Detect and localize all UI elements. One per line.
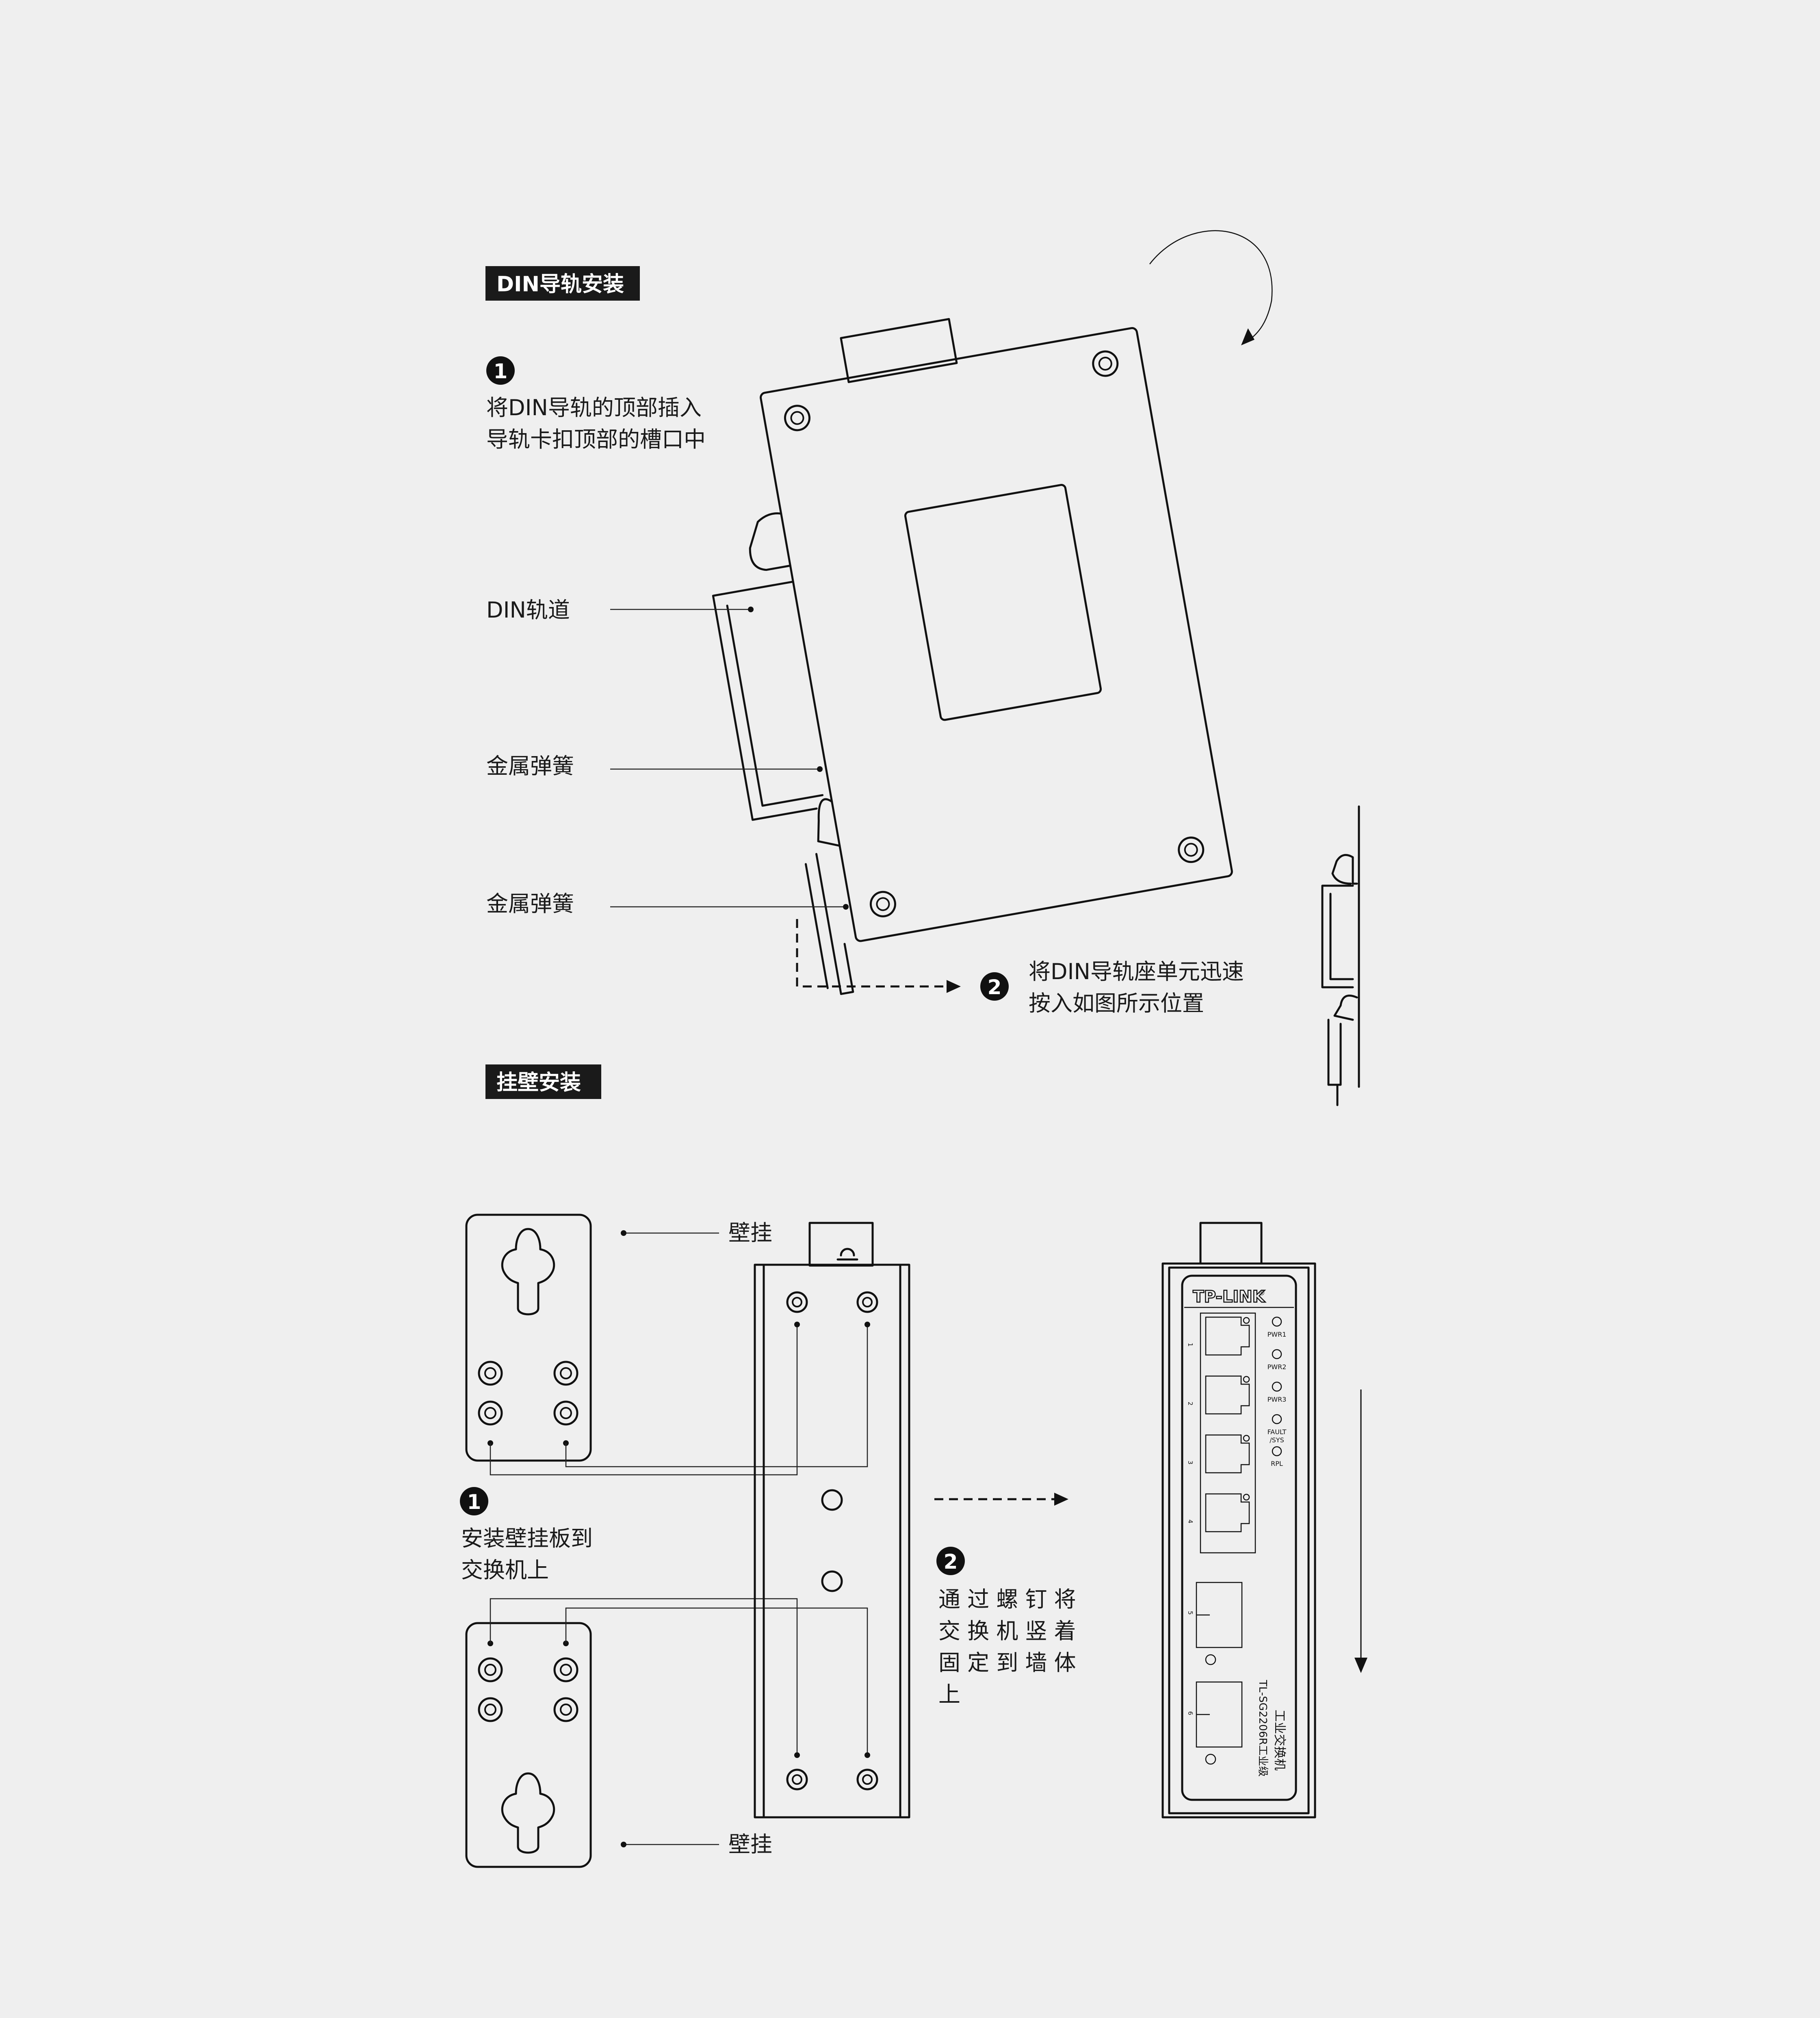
wall-bracket-top xyxy=(465,1214,592,1462)
svg-text:PWR2: PWR2 xyxy=(1268,1363,1287,1371)
wall-step1-line2: 交换机上 xyxy=(461,1557,549,1583)
wall-step1-badge: 1 xyxy=(460,1487,488,1515)
led-fault-sys: FAULT /SYS xyxy=(1268,1414,1287,1444)
wall-step2-badge: 2 xyxy=(936,1547,965,1575)
svg-text:1: 1 xyxy=(467,1490,481,1514)
din-step2-line1: 将DIN导轨座单元迅速 xyxy=(1029,959,1244,984)
wall-step2-line1: 通 过 螺 钉 将 xyxy=(938,1587,1076,1612)
screw-icon xyxy=(869,891,896,917)
led-rpl: RPL xyxy=(1271,1446,1283,1467)
screw-icon xyxy=(784,405,810,431)
model-code: TL-SG2206R工业级 xyxy=(1257,1680,1269,1777)
label-din-rail: DIN轨道 xyxy=(486,597,570,623)
brand-logo: TP-LINK xyxy=(1193,1288,1265,1306)
rj45-port: 4 xyxy=(1187,1493,1250,1532)
rj45-port: 3 xyxy=(1187,1434,1250,1474)
led-pwr3: PWR3 xyxy=(1268,1381,1287,1403)
led-pwr1: PWR1 xyxy=(1268,1316,1287,1338)
din-step2-line2: 按入如图所示位置 xyxy=(1029,991,1204,1016)
svg-text:2: 2 xyxy=(944,1550,958,1574)
din-step1-line2: 导轨卡扣顶部的槽口中 xyxy=(486,427,706,452)
svg-text:2: 2 xyxy=(988,975,1002,999)
svg-text:3: 3 xyxy=(1187,1461,1194,1465)
sfp-port: 5 xyxy=(1187,1582,1243,1665)
din-section-tag: DIN导轨安装 xyxy=(485,266,640,301)
din-switch-body xyxy=(712,318,1233,995)
wall-bracket-bottom xyxy=(465,1622,592,1868)
din-step1-badge: 1 xyxy=(486,356,515,385)
label-wall-hang-top: 壁挂 xyxy=(728,1220,772,1246)
switch-back-view xyxy=(754,1222,910,1819)
svg-text:PWR3: PWR3 xyxy=(1268,1396,1287,1403)
svg-text:6: 6 xyxy=(1187,1711,1194,1715)
screw-icon xyxy=(1178,837,1205,863)
brand-mark: ® xyxy=(1259,1289,1265,1297)
wall-section-tag: 挂壁安装 xyxy=(485,1064,601,1099)
svg-text:5: 5 xyxy=(1187,1611,1194,1615)
label-metal-spring-2: 金属弹簧 xyxy=(486,891,574,917)
wall-step1-line1: 安装壁挂板到 xyxy=(461,1526,593,1551)
svg-text:4: 4 xyxy=(1187,1519,1194,1524)
rotate-arrow-icon xyxy=(1149,230,1273,345)
svg-text:2: 2 xyxy=(1187,1402,1194,1406)
rj45-port: 2 xyxy=(1187,1375,1250,1415)
bracket-connection-lines xyxy=(490,1322,870,1758)
wall-step2-line4: 上 xyxy=(938,1682,960,1707)
label-metal-spring-1: 金属弹簧 xyxy=(486,753,574,779)
svg-text:挂壁安装: 挂壁安装 xyxy=(496,1071,581,1095)
sfp-port: 6 xyxy=(1187,1681,1243,1765)
din-step1-line1: 将DIN导轨的顶部插入 xyxy=(486,395,702,421)
screw-icon xyxy=(1092,350,1119,377)
svg-text:FAULT: FAULT xyxy=(1268,1428,1287,1436)
din-step2-badge: 2 xyxy=(980,972,1009,1001)
din-mounted-sideview xyxy=(1321,805,1360,1106)
model-name: 工业交换机 xyxy=(1272,1710,1287,1771)
svg-text:1: 1 xyxy=(1187,1343,1194,1347)
rj45-port: 1 xyxy=(1187,1316,1250,1356)
dashed-arrow-icon xyxy=(934,1493,1068,1506)
wall-step2-line3: 固 定 到 墙 体 xyxy=(938,1650,1076,1676)
led-pwr2: PWR2 xyxy=(1268,1349,1287,1371)
switch-front-view: TP-LINK ® 1 2 3 4 PWR1 xyxy=(1161,1222,1316,1819)
svg-text:DIN导轨安装: DIN导轨安装 xyxy=(496,272,624,297)
label-wall-hang-bottom: 壁挂 xyxy=(728,1832,772,1857)
svg-text:PWR1: PWR1 xyxy=(1268,1331,1287,1338)
wall-step2-line2: 交 换 机 竖 着 xyxy=(938,1618,1076,1644)
svg-text:/SYS: /SYS xyxy=(1270,1436,1284,1444)
svg-text:1: 1 xyxy=(494,360,508,383)
svg-text:RPL: RPL xyxy=(1271,1460,1283,1467)
down-arrow-icon xyxy=(1354,1389,1367,1673)
dashed-arrow-icon xyxy=(796,919,961,993)
